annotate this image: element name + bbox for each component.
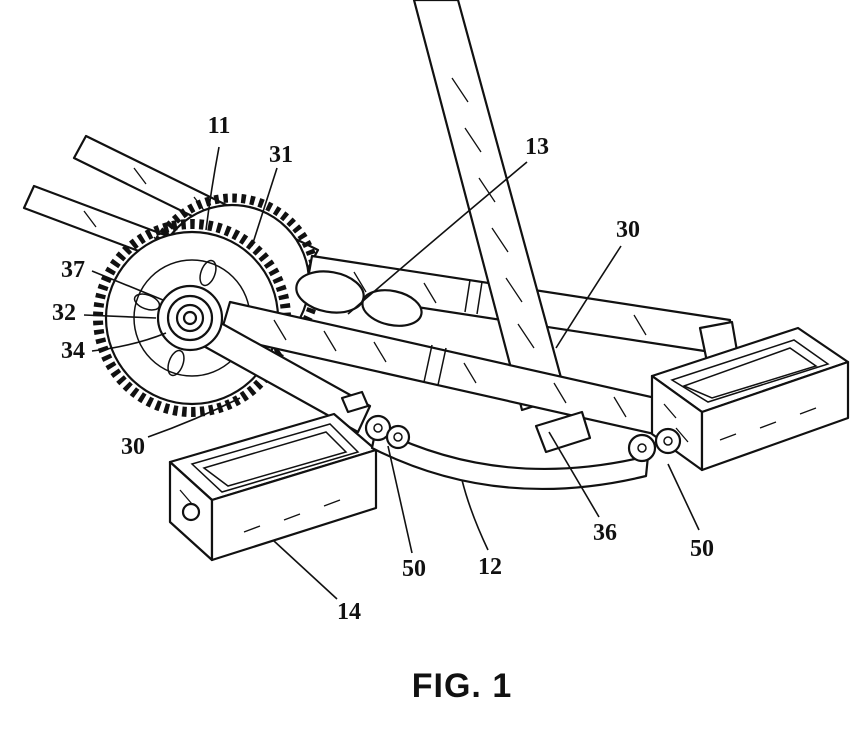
leader-11: [205, 146, 220, 231]
ref-label-34: 34: [61, 338, 85, 364]
pedal-left: [168, 412, 378, 562]
spindle-nut: [340, 390, 370, 414]
ref-label-36: 36: [593, 520, 617, 546]
figure-caption: FIG. 1: [412, 667, 512, 705]
ref-label-30-upper: 30: [616, 217, 640, 243]
leader-50-left: [387, 445, 413, 554]
ref-label-14: 14: [337, 599, 361, 625]
pedal-right-recess: [670, 339, 830, 403]
leader-36: [548, 431, 600, 518]
pedal-left-side-face: [210, 448, 378, 562]
chainring-cutout: [199, 259, 217, 287]
ref-label-50-left: 50: [402, 556, 426, 582]
leader-34: [91, 332, 167, 352]
leader-30-upper: [555, 245, 622, 349]
pedal-left-recess: [190, 423, 360, 493]
leader-30-lower: [147, 397, 241, 438]
ref-label-50-right: 50: [690, 536, 714, 562]
pedal-right-side-face: [700, 360, 850, 472]
crank-hub: [156, 284, 224, 352]
leader-31: [251, 167, 278, 247]
ref-label-12: 12: [478, 554, 502, 580]
connecting-bar: [370, 426, 650, 491]
roller-left-2: [385, 424, 411, 450]
roller-left: [364, 414, 411, 450]
frame-main: [295, 0, 732, 412]
reference-labels: 11 31 13 30 37 32 34 30 14 50 12 36 50: [52, 113, 714, 625]
ref-label-31: 31: [269, 142, 293, 168]
seat-tube-cap: [534, 410, 592, 454]
pedal-right: [650, 326, 850, 472]
seat-tube-end-cap: [534, 410, 592, 454]
roller-right: [627, 427, 682, 463]
leader-12: [461, 479, 489, 551]
connecting-bar-body: [370, 426, 650, 491]
ref-label-32: 32: [52, 300, 76, 326]
leader-13: [347, 161, 528, 315]
roller-right-2: [654, 427, 682, 455]
leader-50-right: [667, 463, 700, 531]
chainring-cutout: [167, 349, 185, 377]
ref-label-30-lower: 30: [121, 434, 145, 460]
hub-axle: [182, 310, 198, 326]
pedal-left-hole: [181, 502, 201, 522]
roller-right-1: [627, 433, 657, 463]
leader-lines: [83, 146, 700, 600]
leader-37: [91, 270, 164, 301]
ref-label-37: 37: [61, 257, 85, 283]
ref-label-13: 13: [525, 134, 549, 160]
leader-14: [273, 540, 338, 600]
ref-label-11: 11: [208, 113, 231, 139]
leader-32: [83, 314, 157, 319]
